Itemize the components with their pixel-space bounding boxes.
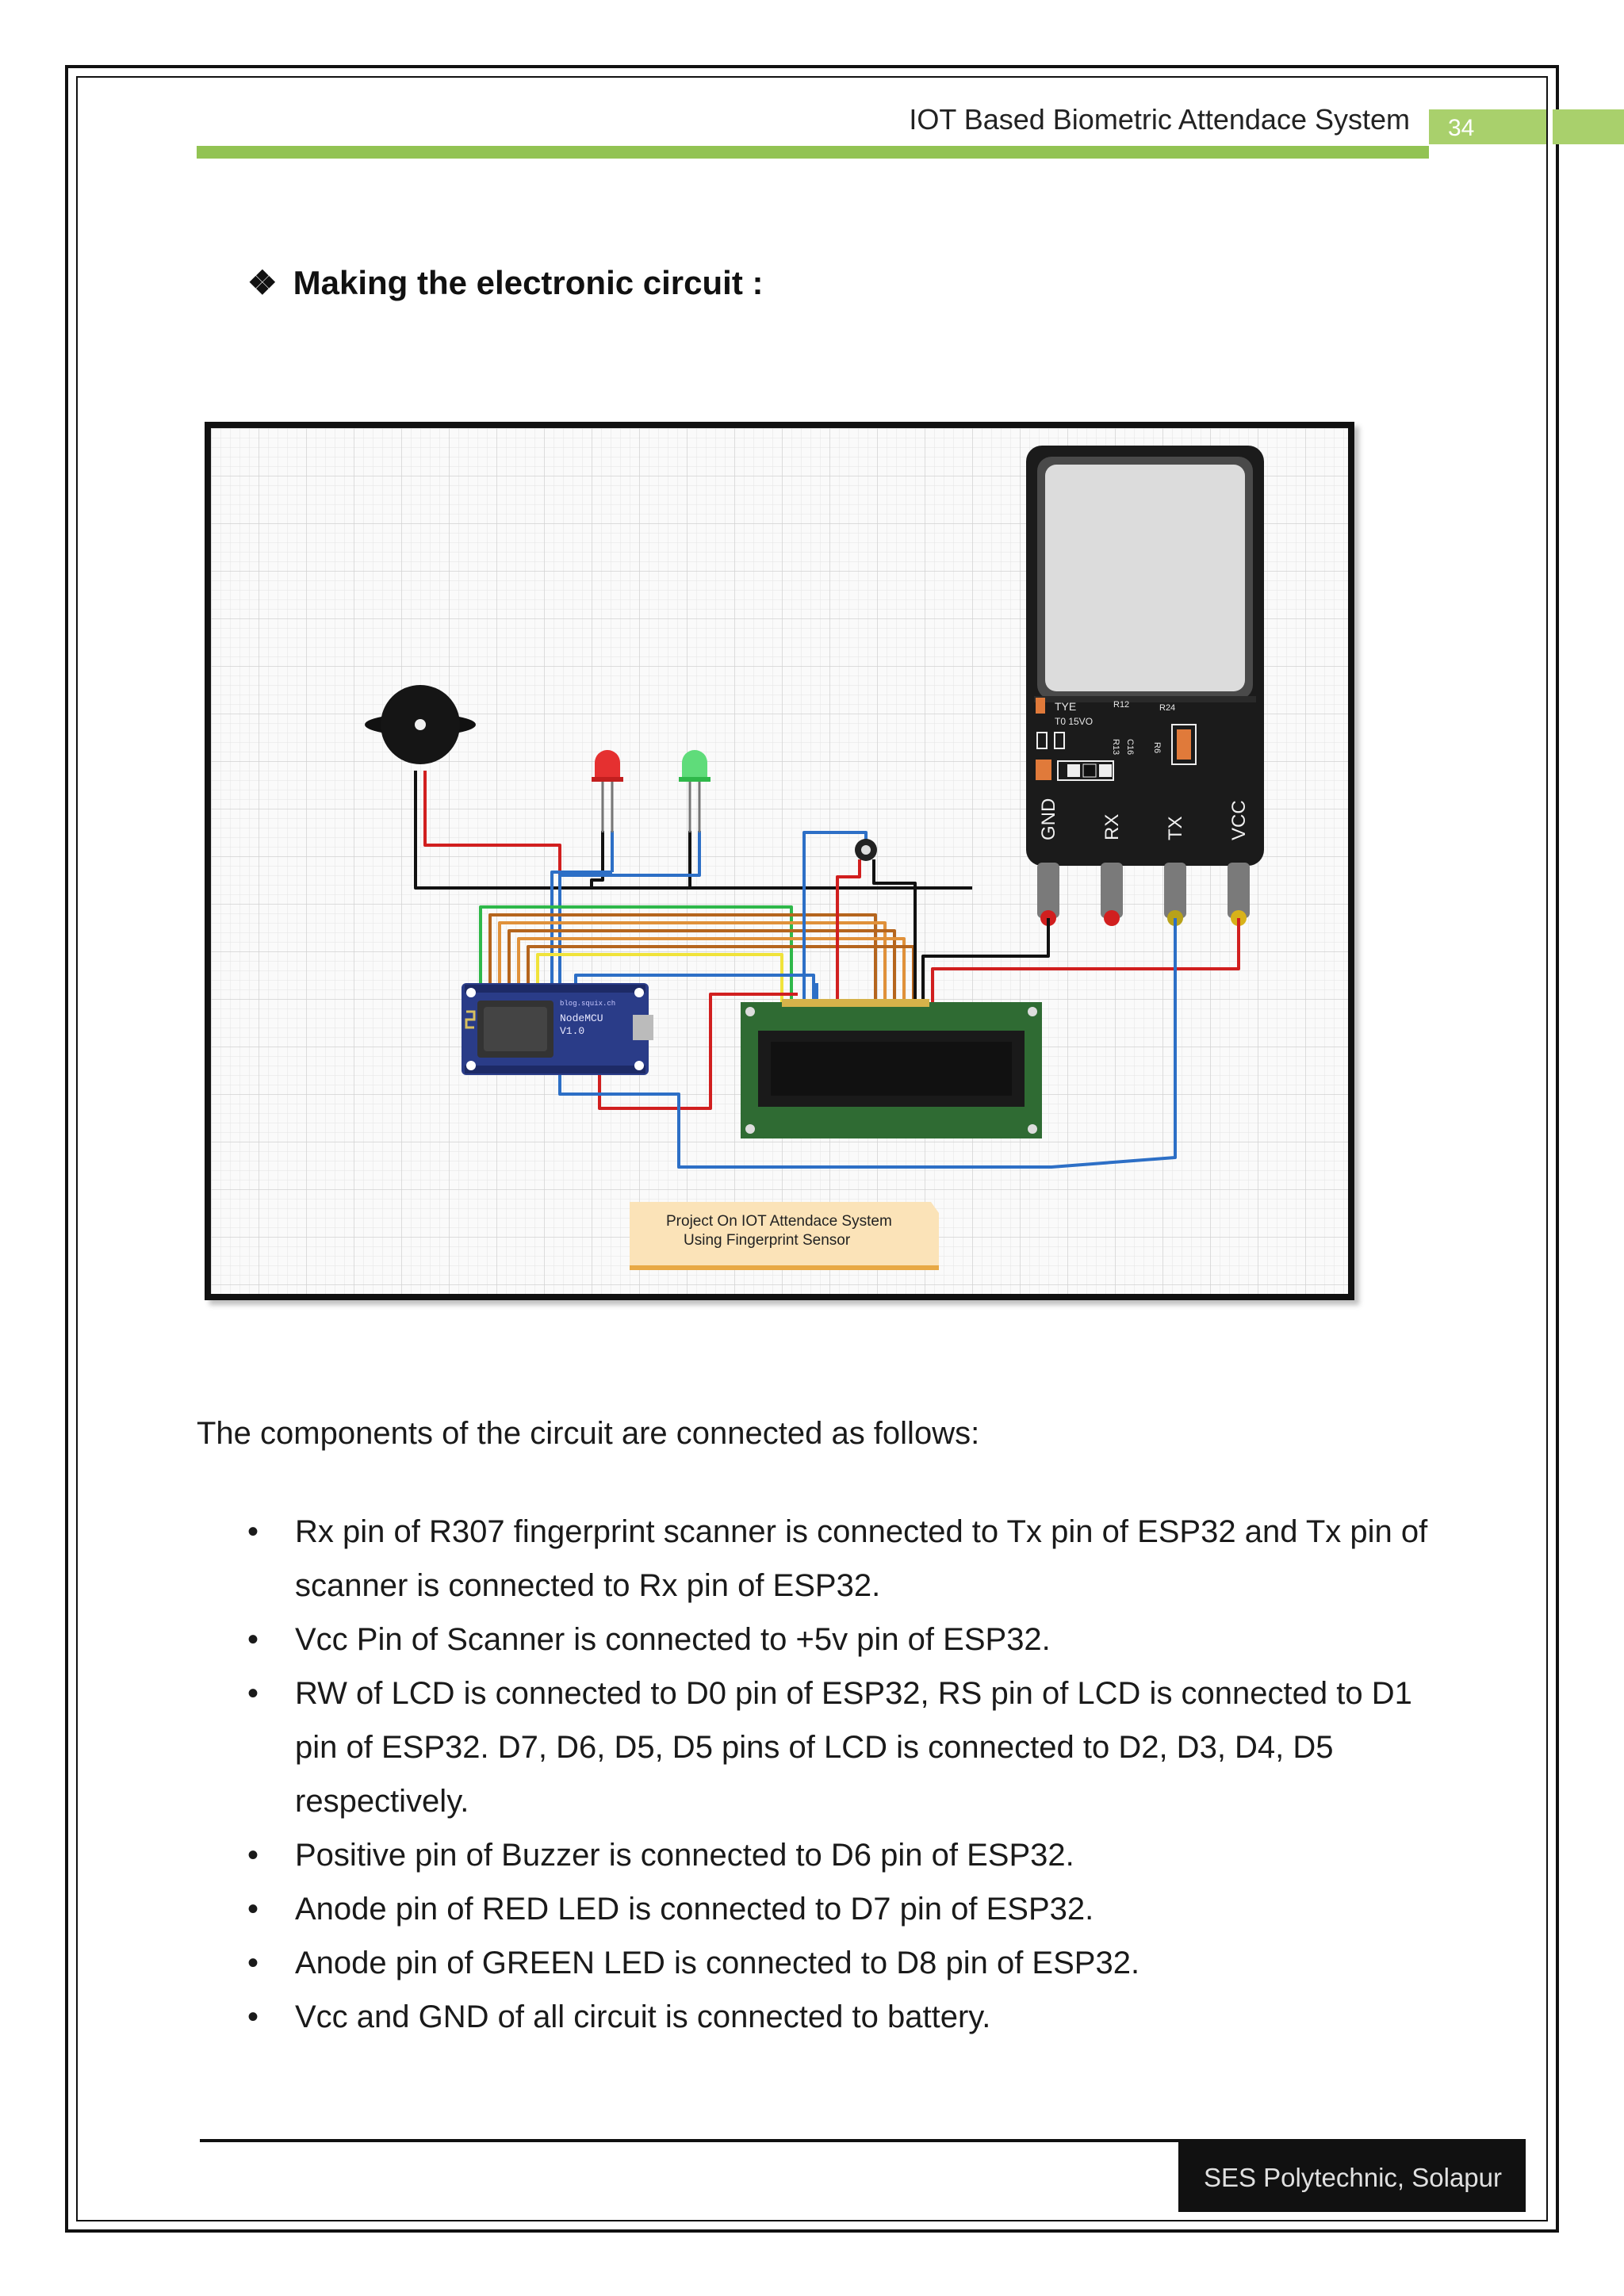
pin-label-gnd: GND: [1038, 798, 1059, 840]
bullet-dot-icon: •: [247, 1999, 259, 2034]
buzzer: [365, 685, 476, 764]
board-label-1: NodeMCU: [560, 1012, 603, 1024]
bullet-dot-icon: •: [247, 1676, 259, 1711]
list-item: •Vcc Pin of Scanner is connected to +5v …: [247, 1613, 1437, 1667]
red-led: [592, 750, 623, 832]
note-line-1: Project On IOT Attendace System: [666, 1213, 892, 1230]
bullet-dot-icon: •: [247, 1514, 259, 1549]
bullet-dot-icon: •: [247, 1892, 259, 1927]
list-item: •RW of LCD is connected to D0 pin of ESP…: [247, 1667, 1437, 1828]
sensor-r6: R6: [1152, 742, 1162, 753]
bullet-dot-icon: •: [247, 1622, 259, 1657]
bullet-dot-icon: •: [247, 1946, 259, 1980]
page-border-outer: [65, 65, 1559, 2233]
sensor-model: T0 15VO: [1055, 716, 1093, 727]
list-item: •Anode pin of RED LED is connected to D7…: [247, 1882, 1437, 1936]
board-url: blog.squix.ch: [560, 1000, 615, 1008]
project-note: Project On IOT Attendace System Using Fi…: [630, 1202, 939, 1270]
pin-label-vcc: VCC: [1228, 800, 1250, 840]
header-rule: [197, 146, 1429, 159]
board-label-2: V1.0: [560, 1025, 584, 1037]
list-item: •Positive pin of Buzzer is connected to …: [247, 1828, 1437, 1882]
sensor-brand: TYE: [1055, 700, 1076, 713]
sensor-r12: R12: [1113, 700, 1129, 710]
sensor-c16: C16: [1125, 739, 1135, 755]
footer-institution: SES Polytechnic, Solapur: [1178, 2141, 1526, 2212]
list-item: •Vcc and GND of all circuit is connected…: [247, 1990, 1437, 2044]
green-led: [679, 750, 710, 832]
footer-rule: [200, 2139, 1526, 2142]
circuit-diagram: TYE T0 15VO R12 R24 C16 R13 R6 GND RX TX…: [211, 428, 1348, 1294]
sensor-r24: R24: [1159, 703, 1175, 713]
list-item: •Anode pin of GREEN LED is connected to …: [247, 1936, 1437, 1990]
sensor-r13: R13: [1111, 739, 1120, 755]
list-item: •Rx pin of R307 fingerprint scanner is c…: [247, 1505, 1437, 1613]
connection-list: •Rx pin of R307 fingerprint scanner is c…: [247, 1505, 1437, 2044]
potentiometer: [855, 839, 877, 861]
pin-label-rx: RX: [1101, 814, 1123, 840]
lcd-display: [741, 999, 1042, 1138]
note-line-2: Using Fingerprint Sensor: [684, 1232, 851, 1249]
running-header-title: IOT Based Biometric Attendace System: [909, 103, 1410, 136]
page-border-inner: [76, 76, 1548, 2221]
wires: [414, 771, 1240, 1169]
intro-paragraph: The components of the circuit are connec…: [197, 1416, 980, 1451]
section-heading: ❖ Making the electronic circuit :: [247, 263, 763, 302]
section-heading-text: Making the electronic circuit :: [293, 264, 764, 301]
pin-label-tx: TX: [1165, 816, 1186, 840]
page-number: 34: [1429, 109, 1546, 144]
bullet-dot-icon: •: [247, 1838, 259, 1873]
diamond-bullet-icon: ❖: [247, 264, 278, 301]
circuit-diagram-figure: TYE T0 15VO R12 R24 C16 R13 R6 GND RX TX…: [205, 422, 1354, 1300]
fingerprint-sensor: TYE T0 15VO R12 R24 C16 R13 R6 GND RX TX…: [1026, 446, 1264, 926]
header-tab-stub: [1553, 109, 1624, 144]
nodemcu-board: NodeMCU V1.0 blog.squix.ch: [462, 983, 653, 1075]
